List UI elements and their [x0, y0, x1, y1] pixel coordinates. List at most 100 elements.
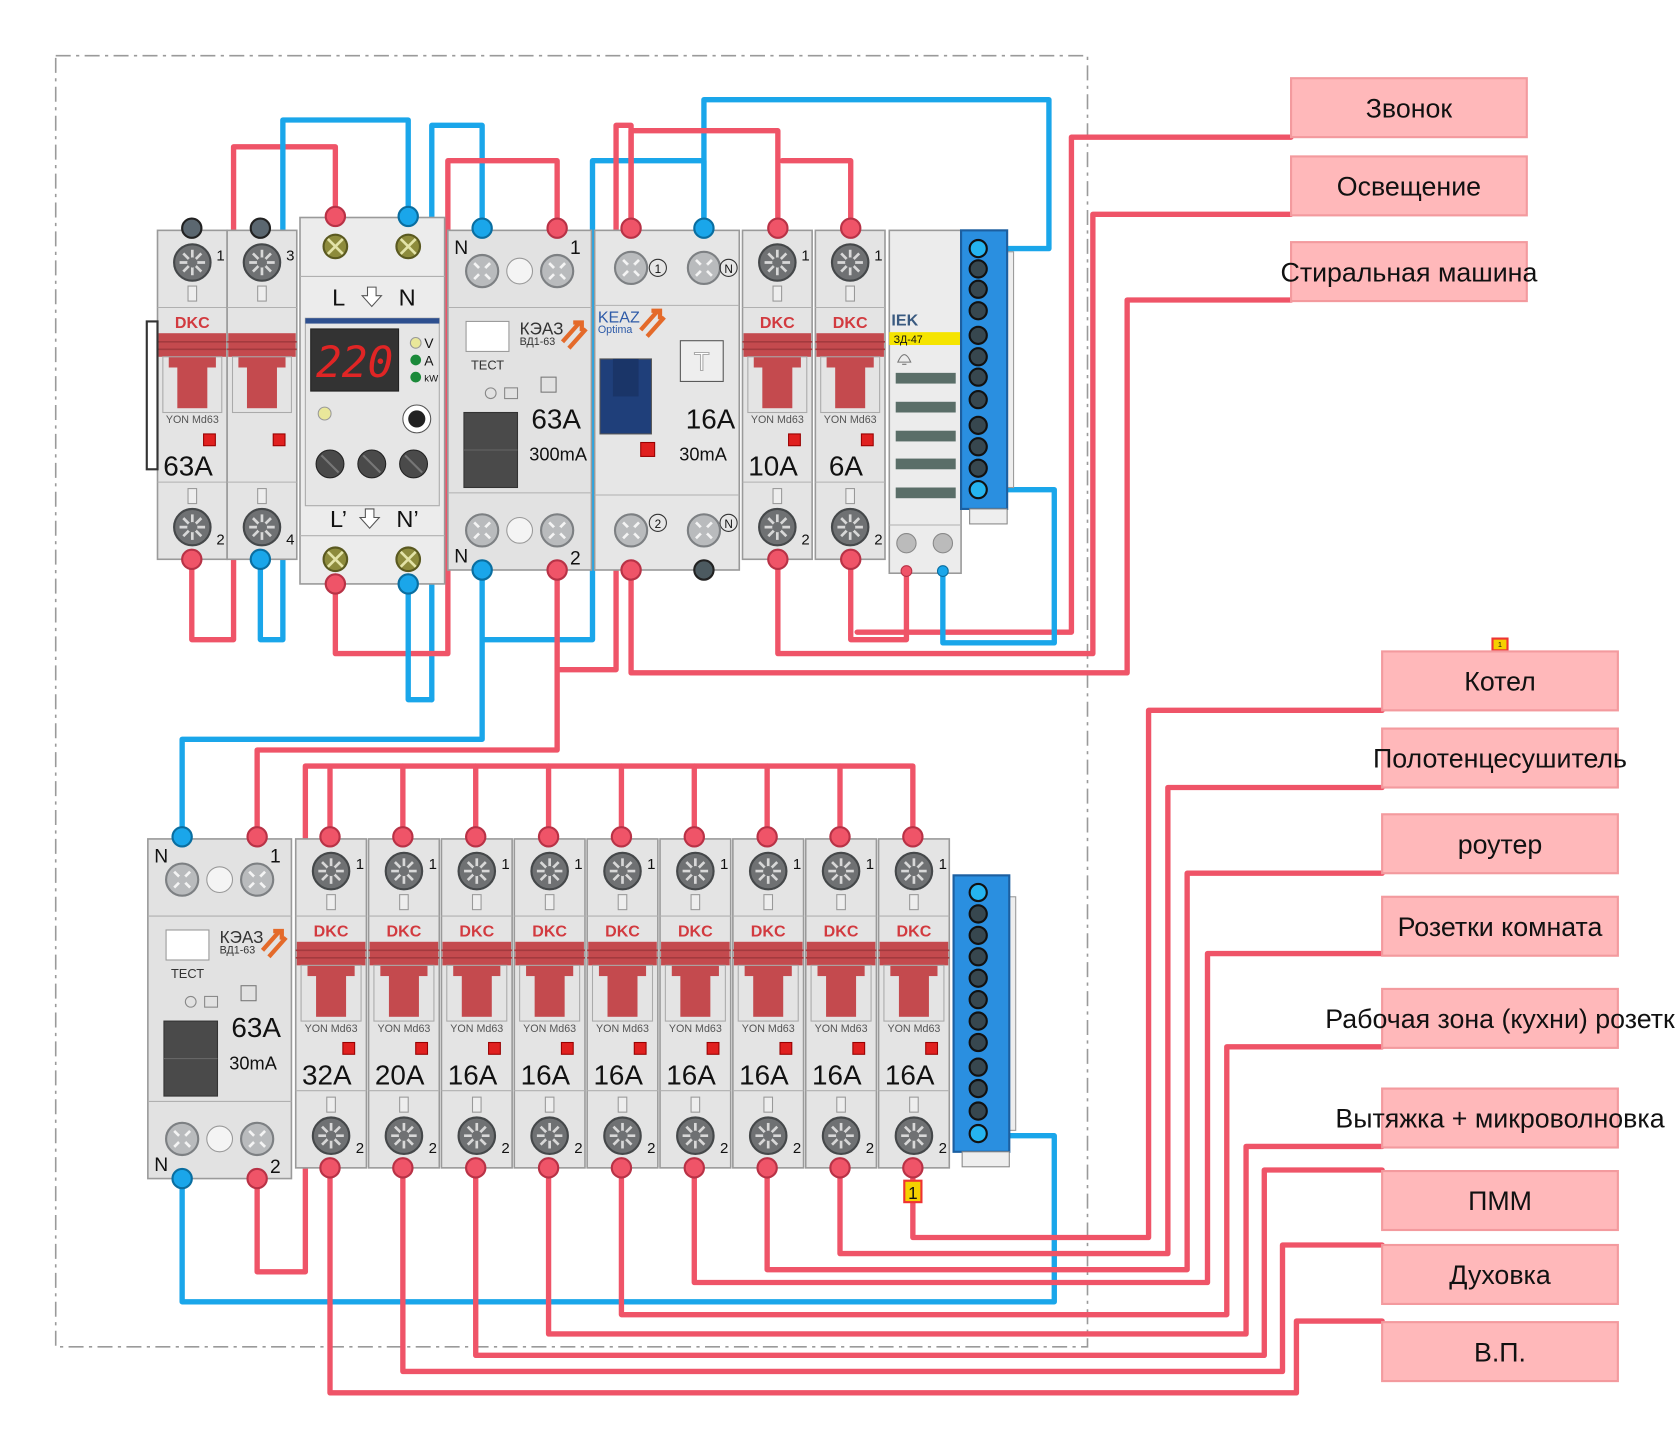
- wire-terminal-dot[interactable]: [171, 826, 193, 848]
- breaker-toggle[interactable]: [762, 356, 793, 409]
- bus-terminal[interactable]: [968, 325, 988, 345]
- wire-terminal-dot[interactable]: [840, 548, 862, 570]
- wire-terminal-dot[interactable]: [683, 826, 705, 848]
- screw-terminal-icon[interactable]: [395, 233, 422, 260]
- wire-terminal-dot[interactable]: [246, 1167, 268, 1190]
- wire-terminal-dot[interactable]: [546, 559, 568, 581]
- screw-terminal-icon[interactable]: [165, 1121, 200, 1157]
- screw-terminal-icon[interactable]: [311, 851, 351, 891]
- screw-terminal-icon[interactable]: [830, 507, 870, 547]
- wire-terminal-dot[interactable]: [756, 826, 778, 848]
- bus-terminal[interactable]: [968, 925, 988, 945]
- wire-terminal-dot[interactable]: [465, 826, 487, 848]
- bus-terminal[interactable]: [968, 279, 988, 299]
- wire-terminal-dot[interactable]: [319, 826, 341, 848]
- bus-terminal[interactable]: [968, 238, 988, 259]
- screw-terminal-icon[interactable]: [311, 1116, 351, 1155]
- screw-terminal-icon[interactable]: [173, 507, 212, 547]
- breaker-toggle[interactable]: [898, 965, 929, 1017]
- wire-terminal-dot[interactable]: [249, 217, 272, 239]
- screw-terminal-icon[interactable]: [894, 851, 934, 891]
- screw-terminal-icon[interactable]: [758, 507, 797, 547]
- wire-terminal-dot[interactable]: [397, 573, 419, 595]
- wire-terminal-dot[interactable]: [471, 559, 493, 581]
- bus-terminal[interactable]: [968, 904, 988, 924]
- wire-terminal-dot[interactable]: [319, 1157, 341, 1179]
- wire-terminal-dot[interactable]: [392, 826, 414, 848]
- screw-terminal-icon[interactable]: [830, 243, 870, 282]
- screw-terminal-icon[interactable]: [821, 1116, 861, 1155]
- screw-terminal-icon[interactable]: [613, 250, 649, 285]
- wire-terminal-dot[interactable]: [829, 1157, 851, 1179]
- breaker-toggle[interactable]: [316, 965, 347, 1017]
- breaker-toggle[interactable]: [835, 356, 866, 409]
- screw-terminal-icon[interactable]: [239, 862, 275, 897]
- wire-terminal-dot[interactable]: [324, 205, 347, 228]
- wire-terminal-dot[interactable]: [465, 1157, 487, 1179]
- screw-terminal-icon[interactable]: [676, 851, 715, 891]
- screw-terminal-icon[interactable]: [603, 1116, 642, 1155]
- wire-terminal-dot[interactable]: [471, 217, 493, 239]
- test-button[interactable]: [465, 320, 510, 352]
- screw-terminal-icon[interactable]: [457, 851, 497, 891]
- wire-terminal-dot[interactable]: [620, 217, 642, 239]
- screw-terminal-icon[interactable]: [748, 1116, 788, 1155]
- screw-terminal-icon[interactable]: [894, 1116, 934, 1155]
- wire-terminal-dot[interactable]: [767, 217, 789, 239]
- wire-terminal-dot[interactable]: [397, 205, 419, 228]
- wire-terminal-dot[interactable]: [902, 826, 924, 848]
- screw-terminal-icon[interactable]: [686, 513, 722, 548]
- screw-terminal-icon[interactable]: [530, 1116, 569, 1155]
- wire-terminal-dot[interactable]: [181, 217, 203, 239]
- breaker-toggle[interactable]: [388, 965, 419, 1017]
- wire-terminal-dot[interactable]: [829, 826, 851, 848]
- screw-terminal-icon[interactable]: [540, 253, 575, 289]
- test-button[interactable]: [679, 340, 724, 382]
- bus-terminal[interactable]: [968, 1057, 988, 1077]
- wire-terminal-dot[interactable]: [249, 548, 272, 570]
- test-button[interactable]: [165, 929, 210, 961]
- breaker-toggle[interactable]: [534, 965, 565, 1017]
- breaker-toggle[interactable]: [246, 356, 277, 409]
- wire-terminal-dot[interactable]: [610, 826, 633, 848]
- screw-terminal-icon[interactable]: [603, 851, 642, 891]
- bus-terminal[interactable]: [968, 947, 988, 967]
- wire-terminal-dot[interactable]: [902, 1157, 924, 1179]
- wire-terminal-dot[interactable]: [324, 573, 347, 595]
- wire-terminal-dot[interactable]: [756, 1157, 778, 1179]
- wire-terminal-dot[interactable]: [181, 548, 203, 570]
- bus-terminal[interactable]: [968, 415, 988, 435]
- bus-terminal[interactable]: [968, 389, 988, 410]
- wire-terminal-dot[interactable]: [840, 217, 862, 239]
- wire-terminal-dot[interactable]: [693, 559, 715, 581]
- screw-terminal-icon[interactable]: [239, 1121, 275, 1157]
- screw-terminal-icon[interactable]: [322, 233, 349, 260]
- screw-terminal-icon[interactable]: [322, 546, 349, 573]
- screw-terminal-icon[interactable]: [613, 513, 649, 548]
- bus-terminal[interactable]: [968, 437, 988, 457]
- screw-terminal-icon[interactable]: [173, 243, 212, 282]
- bus-terminal[interactable]: [968, 1011, 988, 1031]
- screw-terminal-icon[interactable]: [758, 243, 797, 282]
- screw-terminal-icon[interactable]: [395, 546, 422, 573]
- bus-terminal[interactable]: [968, 882, 988, 903]
- bus-terminal[interactable]: [968, 1101, 988, 1121]
- screw-terminal-icon[interactable]: [384, 1116, 424, 1155]
- screw-terminal-icon[interactable]: [242, 243, 282, 282]
- wire-terminal-dot[interactable]: [392, 1157, 414, 1179]
- bus-terminal[interactable]: [968, 990, 988, 1010]
- bus-terminal[interactable]: [968, 479, 988, 500]
- screw-terminal-icon[interactable]: [464, 253, 500, 289]
- screw-terminal-icon[interactable]: [686, 250, 722, 285]
- screw-terminal-icon[interactable]: [540, 513, 575, 548]
- wire-terminal-dot[interactable]: [537, 1157, 560, 1179]
- screw-terminal-icon[interactable]: [821, 851, 861, 891]
- screw-terminal-icon[interactable]: [676, 1116, 715, 1155]
- screw-terminal-icon[interactable]: [384, 851, 424, 891]
- bus-terminal[interactable]: [968, 1032, 988, 1053]
- breaker-toggle[interactable]: [826, 965, 857, 1017]
- bus-terminal[interactable]: [968, 259, 988, 279]
- bus-terminal[interactable]: [968, 458, 988, 478]
- bus-terminal[interactable]: [968, 367, 988, 387]
- wire-terminal-dot[interactable]: [693, 217, 715, 239]
